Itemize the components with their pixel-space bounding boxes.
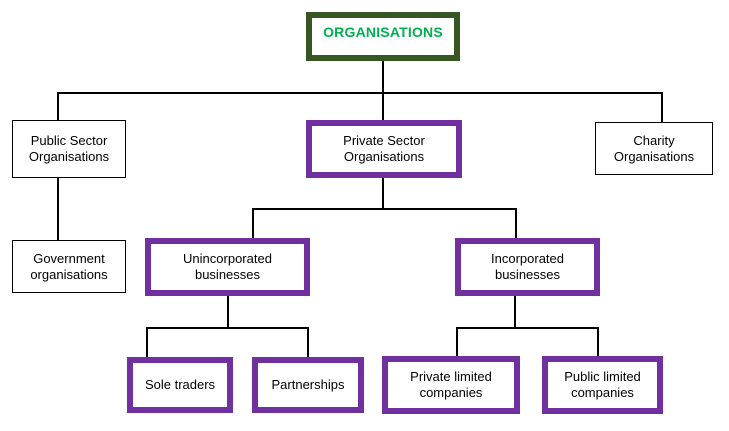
connector-public-limited-drop [597, 327, 599, 357]
connector-sole-traders-drop [146, 327, 148, 357]
connector-incorporated-stem [514, 296, 516, 328]
node-public-sector-organisations: Public Sector Organisations [12, 120, 126, 178]
connector-level3-right-horizontal [456, 327, 599, 329]
connector-public-drop [57, 92, 59, 120]
node-sole-traders: Sole traders [127, 357, 233, 413]
connector-private-drop [382, 178, 384, 209]
connector-public-government [57, 178, 59, 240]
connector-unincorporated-stem [227, 296, 229, 328]
connector-level2-horizontal [252, 208, 517, 210]
node-private-limited-companies: Private limited companies [382, 356, 520, 414]
node-incorporated-businesses: Incorporated businesses [455, 238, 600, 296]
node-organisations: ORGANISATIONS [306, 12, 460, 61]
connector-incorporated-drop [515, 208, 517, 238]
connector-private-limited-drop [456, 327, 458, 357]
node-private-sector-organisations: Private Sector Organisations [306, 120, 462, 178]
node-unincorporated-businesses: Unincorporated businesses [145, 238, 310, 296]
connector-unincorporated-drop [252, 208, 254, 238]
node-charity-organisations: Charity Organisations [595, 122, 713, 175]
connector-level1-horizontal [57, 92, 663, 94]
node-public-limited-companies: Public limited companies [542, 356, 663, 414]
node-partnerships: Partnerships [252, 357, 364, 413]
connector-level3-left-horizontal [146, 327, 309, 329]
connector-partnerships-drop [307, 327, 309, 357]
node-government-organisations: Government organisations [12, 240, 126, 293]
connector-root-drop [382, 61, 384, 120]
connector-charity-drop [661, 92, 663, 122]
